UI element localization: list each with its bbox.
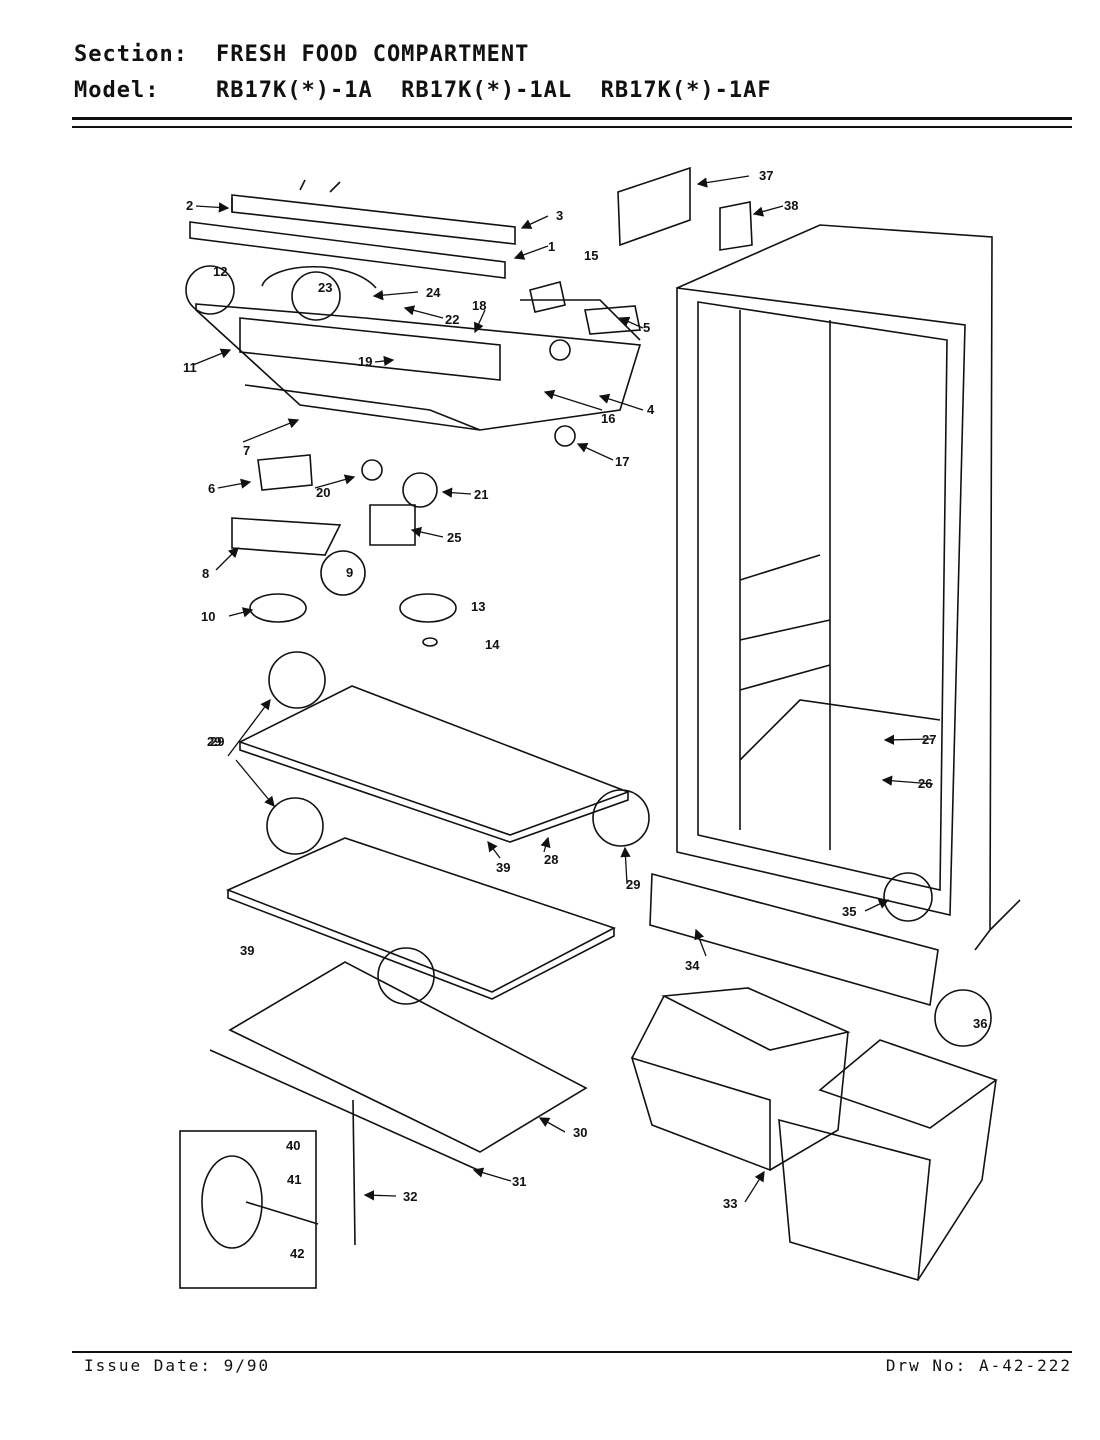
roller-axle: [245, 1201, 319, 1225]
callout-label: 27: [922, 732, 936, 747]
callout-label: 15: [584, 248, 598, 263]
shelf-lower: [209, 961, 588, 1246]
callout-label: 28: [544, 852, 558, 867]
issue-date: Issue Date: 9/90: [84, 1356, 271, 1375]
shelf-upper: [237, 651, 650, 855]
callout-label: 39: [240, 943, 254, 958]
bracket-plate: [617, 166, 691, 247]
callout-label: 24: [426, 285, 441, 300]
crisper-drawer-left: [630, 987, 851, 1172]
callout-label: 22: [445, 312, 459, 327]
switch-part: [584, 305, 641, 335]
callout-label: 31: [512, 1174, 526, 1189]
cabinet-liner: [676, 224, 1021, 951]
section-title: FRESH FOOD COMPARTMENT: [216, 42, 530, 67]
callout-label: 34: [685, 958, 700, 973]
callout-label: 29: [210, 734, 224, 749]
callout-label: 2: [186, 198, 193, 213]
callout-label: 37: [759, 168, 773, 183]
footer-rule: [72, 1351, 1072, 1353]
callout-label: 12: [213, 264, 227, 279]
ring-part: [554, 425, 576, 447]
callout-label: 26: [918, 776, 932, 791]
callout-label: 18: [472, 298, 486, 313]
grille-rail: [649, 872, 939, 1007]
transformer-part: [369, 504, 416, 546]
callout-label: 25: [447, 530, 461, 545]
callout-label: 1: [548, 239, 555, 254]
knob-part: [249, 593, 307, 623]
model-line: Model: RB17K(*)-1A RB17K(*)-1AL RB17K(*)-…: [74, 78, 772, 103]
callout-label: 21: [474, 487, 488, 502]
callout-label: 16: [601, 411, 615, 426]
socket-part: [529, 281, 566, 313]
callout-label: 29: [207, 734, 221, 749]
callout-label: 39: [496, 860, 510, 875]
callout-label: 13: [471, 599, 485, 614]
model-list: RB17K(*)-1A RB17K(*)-1AL RB17K(*)-1AF: [216, 78, 772, 103]
top-duct-bar: [189, 179, 516, 279]
callout-label: 20: [316, 485, 330, 500]
model-key: Model:: [74, 78, 160, 103]
control-housing: [195, 299, 642, 431]
bulb-socket: [361, 459, 383, 481]
callout-label: 40: [286, 1138, 300, 1153]
detail-circle-36: [934, 989, 992, 1047]
callout-label: 6: [208, 481, 215, 496]
callout-label: 36: [973, 1016, 987, 1031]
callout-label: 8: [202, 566, 209, 581]
section-key: Section:: [74, 42, 188, 67]
callout-label: 42: [290, 1246, 304, 1261]
callout-label: 41: [287, 1172, 301, 1187]
callout-label: 7: [243, 443, 250, 458]
detail-circle-23: [291, 271, 341, 321]
header-rule-thick: [72, 117, 1072, 120]
callout-label: 30: [573, 1125, 587, 1140]
leader-lines: [192, 175, 934, 1203]
roller-detail-box: [179, 1130, 317, 1289]
callout-label: 35: [842, 904, 856, 919]
knob-part-2: [399, 593, 457, 623]
clip-part: [719, 201, 753, 251]
shelf-middle: [225, 837, 617, 1005]
callout-label: 38: [784, 198, 798, 213]
drawing-number: Drw No: A-42-222: [885, 1356, 1072, 1375]
roller-wheel: [201, 1155, 263, 1249]
control-part: [257, 454, 313, 491]
callout-label: 10: [201, 609, 215, 624]
callout-label: 17: [615, 454, 629, 469]
callout-label: 33: [723, 1196, 737, 1211]
callout-label: 4: [647, 402, 655, 417]
callout-label: 29: [626, 877, 640, 892]
callout-label: 32: [403, 1189, 417, 1204]
callout-label: 9: [346, 565, 353, 580]
callout-label: 23: [318, 280, 332, 295]
header-rule-thin: [72, 126, 1072, 128]
detail-circle-9: [320, 550, 366, 596]
callout-labels: 1 2 3 4 5 6 7 8 9 10 11 12 13 14 15 16 1…: [183, 168, 987, 1261]
callout-label: 14: [485, 637, 500, 652]
wire-harness: [261, 266, 377, 289]
callout-label: 11: [183, 360, 197, 375]
light-bulb: [402, 472, 438, 508]
callout-label: 5: [643, 320, 650, 335]
detail-circle-12: [185, 265, 235, 315]
callout-label: 3: [556, 208, 563, 223]
detail-circle-35: [883, 872, 933, 922]
section-line: Section: FRESH FOOD COMPARTMENT: [74, 42, 529, 67]
callout-label: 19: [358, 354, 372, 369]
control-box: [231, 517, 342, 556]
crisper-drawer-right: [778, 1039, 998, 1282]
washer-part: [422, 637, 438, 647]
